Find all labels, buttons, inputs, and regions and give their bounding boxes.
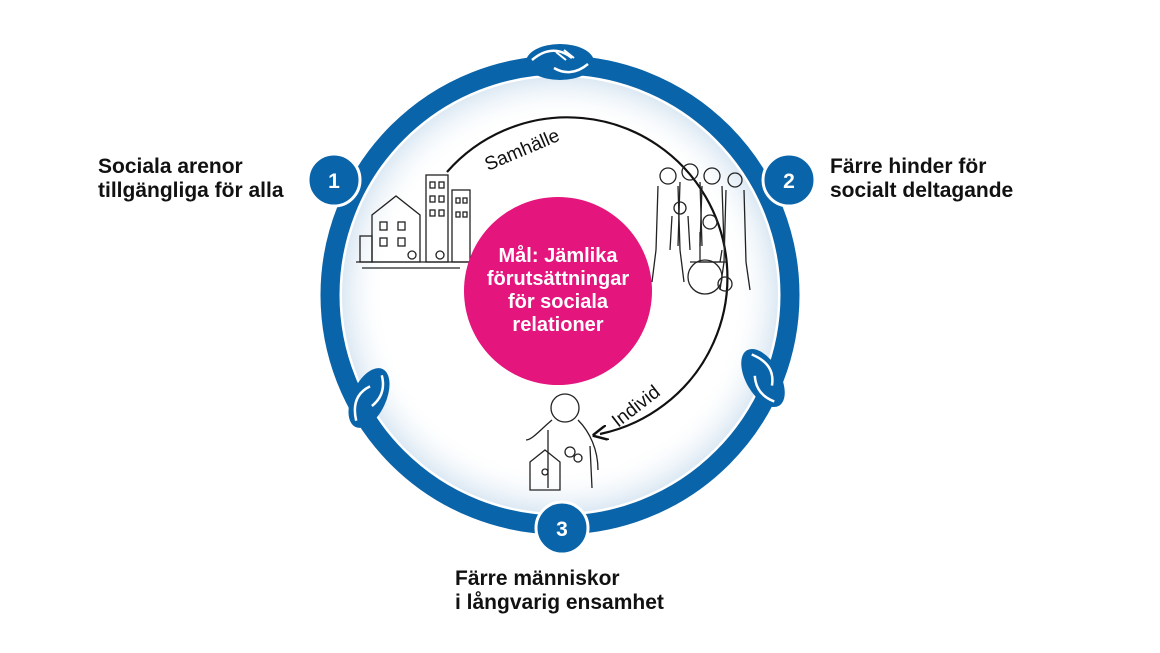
society-to-individual-arrow xyxy=(446,116,729,434)
goal-line: för sociala xyxy=(507,291,609,313)
step-badge-3: 3 xyxy=(534,500,590,556)
step-label-1: Sociala arenor tillgängliga för alla xyxy=(98,155,284,203)
step-label-3: Färre människor i långvarig ensamhet xyxy=(455,567,664,615)
goal-line: relationer xyxy=(512,314,604,336)
step-badge-1: 1 xyxy=(306,152,362,208)
step-label-2: Färre hinder för socialt deltagande xyxy=(830,155,1013,203)
goal-line: förutsättningar xyxy=(486,268,630,290)
step-number-1: 1 xyxy=(328,170,340,193)
step-badge-2: 2 xyxy=(761,152,817,208)
people-group-illustration xyxy=(651,163,751,295)
goal-text: Mål: Jämlika förutsättningar för sociala… xyxy=(464,197,652,385)
person-with-birdhouse-illustration xyxy=(525,393,599,491)
step-number-3: 3 xyxy=(556,518,568,541)
step-number-2: 2 xyxy=(783,170,795,193)
step-label-line: Sociala arenor xyxy=(98,155,243,178)
handshake-icon xyxy=(741,349,785,407)
goal-line: Mål: Jämlika xyxy=(498,245,618,267)
buildings-illustration xyxy=(356,174,471,269)
handshake-icon xyxy=(526,44,594,80)
handshake-icon xyxy=(348,368,390,428)
step-label-line: i långvarig ensamhet xyxy=(455,591,664,614)
step-label-line: Färre människor xyxy=(455,567,620,590)
step-label-line: Färre hinder för xyxy=(830,155,987,178)
step-label-line: tillgängliga för alla xyxy=(98,179,284,202)
step-label-line: socialt deltagande xyxy=(830,179,1014,202)
goal-circle xyxy=(464,197,652,385)
